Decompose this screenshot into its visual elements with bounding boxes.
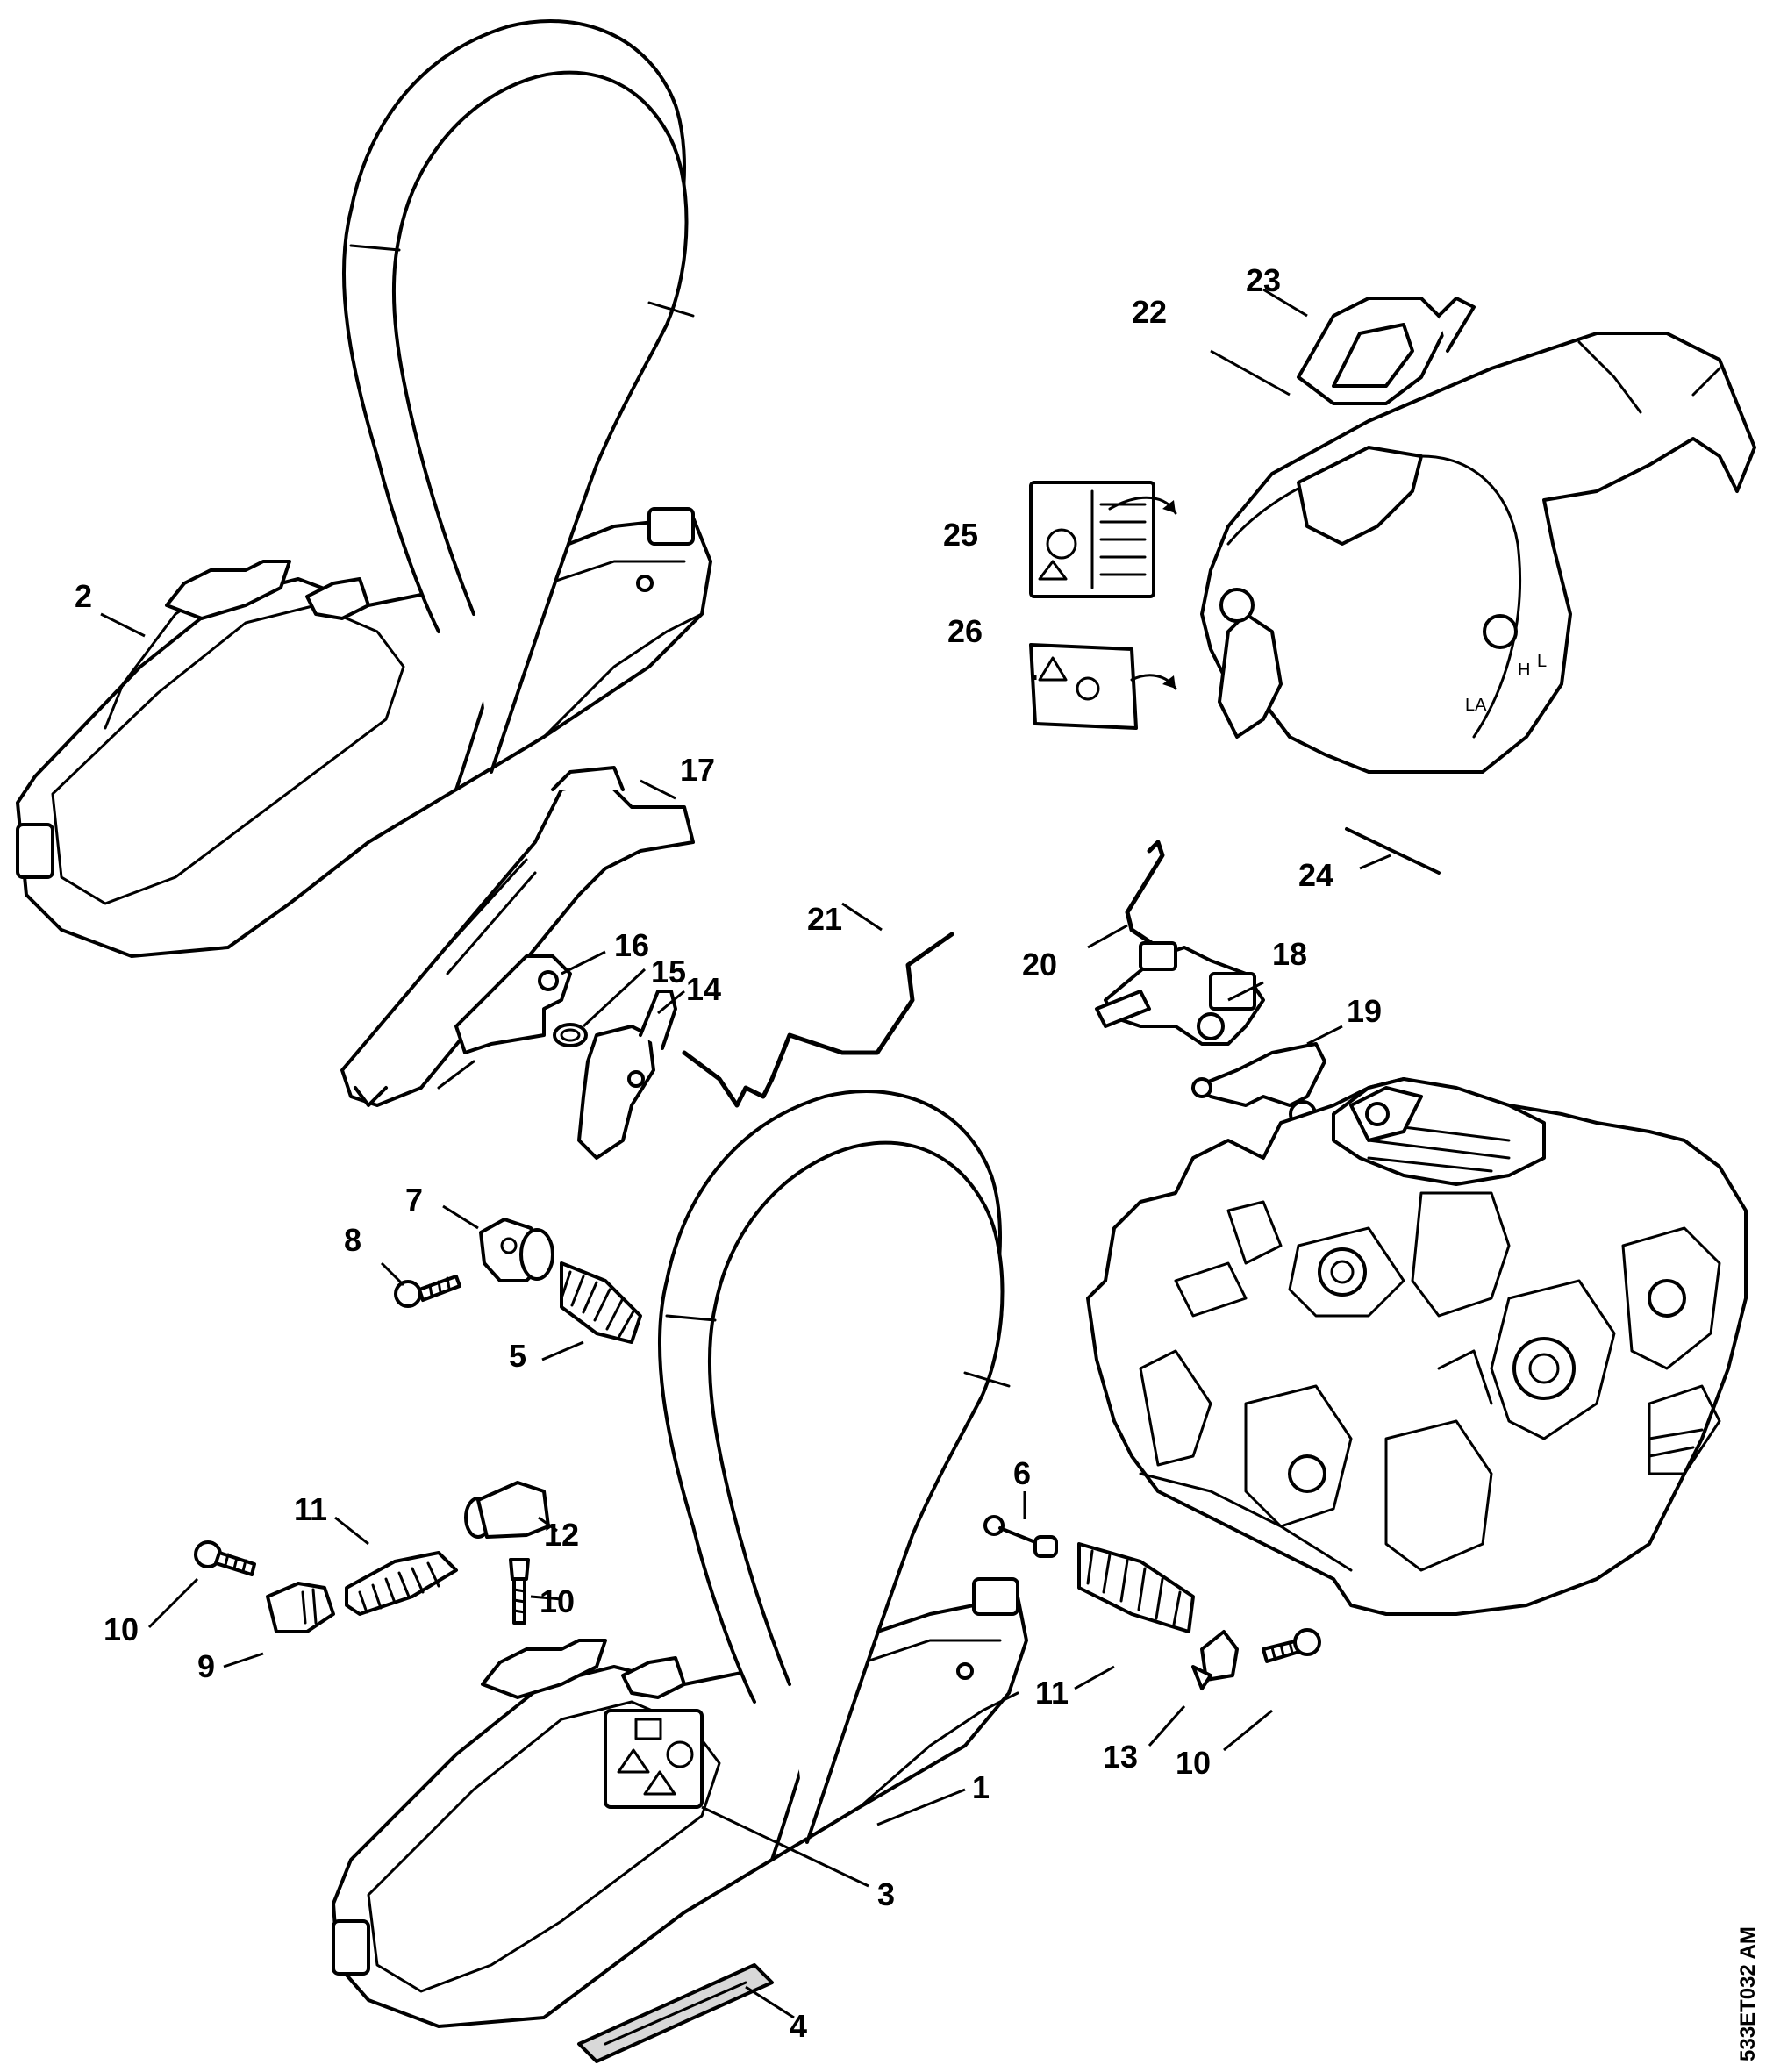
callout-5: 5	[509, 1338, 526, 1374]
callout-10-left: 10	[104, 1611, 139, 1647]
callout-8: 8	[344, 1222, 361, 1258]
callout-labels: 2 17 16 15 14 21 20 18 19 22 23 25 26 24…	[75, 262, 1382, 2044]
warning-label-26	[1029, 643, 1177, 730]
handle-housing-upper	[16, 19, 712, 958]
callout-15: 15	[651, 954, 686, 990]
shroud-22: H L LA	[1200, 332, 1756, 774]
annular-buffer-5	[560, 1261, 642, 1344]
callout-19: 19	[1347, 993, 1382, 1029]
trigger-interlock-14	[577, 990, 677, 1160]
leader-lines	[100, 288, 1391, 2019]
screw-10-left	[194, 1540, 256, 1576]
annular-buffer-11-left	[345, 1551, 458, 1616]
callout-16: 16	[614, 927, 649, 963]
callout-9: 9	[197, 1648, 215, 1684]
handle-housing-lower-1	[332, 1090, 1028, 2028]
cover-mark-la: LA	[1465, 696, 1487, 715]
choke-rod-20	[1125, 840, 1165, 950]
callout-17: 17	[680, 752, 715, 788]
torsion-spring-15	[437, 1023, 588, 1090]
cover-mark-l: L	[1537, 652, 1547, 671]
callout-20: 20	[1022, 947, 1057, 982]
twist-lock-knob-23	[1297, 297, 1476, 405]
callout-3: 3	[877, 1876, 895, 1912]
annular-buffer-holder-12	[464, 1481, 550, 1539]
callout-24: 24	[1298, 857, 1333, 893]
callout-26: 26	[947, 613, 983, 649]
callout-10-right: 10	[1176, 1745, 1211, 1781]
annular-buffer-holder-7	[479, 1218, 554, 1282]
rear-handle-molding-17	[340, 766, 695, 1107]
callout-6: 6	[1013, 1455, 1031, 1491]
callout-1: 1	[972, 1769, 990, 1805]
stop-bolt-6	[983, 1515, 1058, 1558]
callout-2: 2	[75, 578, 92, 614]
callout-10-middle: 10	[540, 1583, 575, 1619]
callout-11-right: 11	[1035, 1675, 1069, 1711]
choke-shaft-18	[1095, 941, 1265, 1046]
annular-buffer-holder-13	[1191, 1630, 1239, 1690]
callout-4: 4	[790, 2008, 807, 2044]
callout-11-left: 11	[294, 1491, 327, 1527]
callout-13: 13	[1103, 1739, 1138, 1775]
engine-crankcase	[1086, 1077, 1748, 1616]
callout-21: 21	[807, 901, 842, 937]
callout-25: 25	[943, 517, 978, 553]
callout-7: 7	[405, 1182, 423, 1218]
screw-10-right	[1262, 1628, 1321, 1663]
callout-23: 23	[1246, 262, 1281, 298]
throttle-rod-21	[682, 932, 954, 1108]
cover-mark-h: H	[1518, 661, 1530, 680]
screw-10-middle	[509, 1558, 530, 1625]
pin-24	[1345, 827, 1441, 875]
callout-22: 22	[1132, 294, 1167, 330]
callout-18: 18	[1272, 936, 1307, 972]
sticker-4	[577, 1963, 774, 2063]
annular-buffer-holder-9	[266, 1582, 335, 1633]
warning-label-25	[1029, 481, 1177, 598]
screw-8	[394, 1275, 461, 1308]
callout-12: 12	[544, 1517, 579, 1553]
document-id: 533ET032 AM	[1736, 1926, 1760, 2061]
callout-14: 14	[686, 971, 721, 1007]
trigger-lever-16	[454, 954, 572, 1054]
annular-buffer-11-right	[1077, 1542, 1195, 1633]
